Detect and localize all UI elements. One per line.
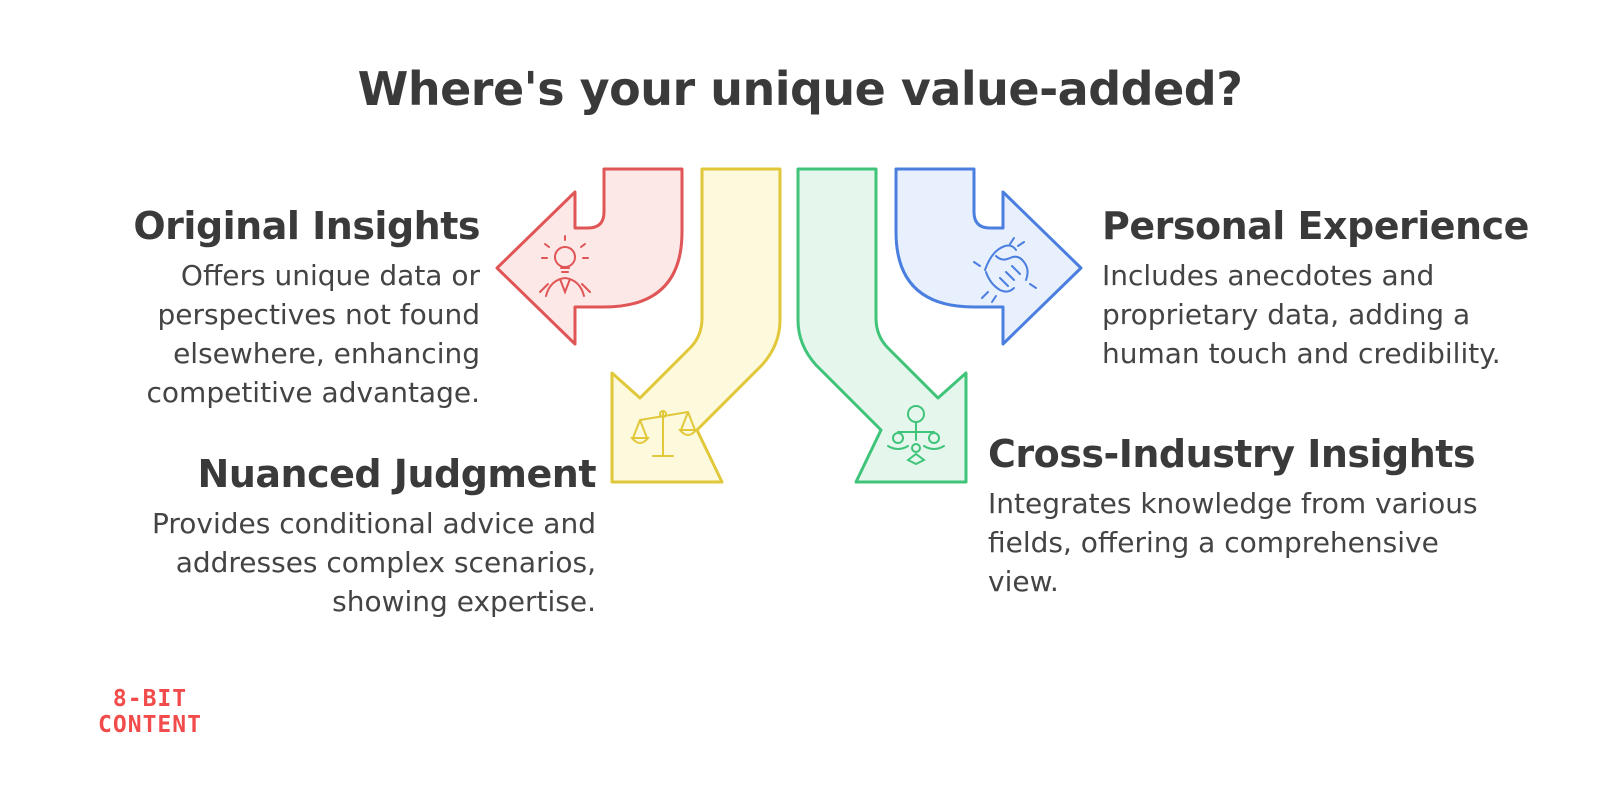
personal-experience-heading: Personal Experience: [1102, 204, 1529, 248]
cross-industry-text: Integrates knowledge from various fields…: [988, 487, 1478, 598]
nuanced-judgment-heading: Nuanced Judgment: [197, 452, 597, 496]
original-insights-block: Original Insights Offers unique data or …: [60, 204, 480, 412]
scales-icon: [629, 410, 699, 457]
nuanced-judgment-arrow: [610, 167, 782, 484]
diagram-title: Where's your unique value-added?: [357, 62, 1243, 116]
nuanced-judgment-block: Nuanced Judgment Provides conditional ad…: [126, 452, 597, 621]
lightbulb-person-icon: [539, 235, 591, 297]
original-insights-text: Offers unique data or perspectives not f…: [146, 259, 480, 409]
cross-industry-heading: Cross-Industry Insights: [988, 432, 1476, 476]
cross-industry-arrow: [796, 167, 968, 484]
cross-industry-block: Cross-Industry Insights Integrates knowl…: [988, 432, 1508, 601]
personal-experience-arrow: [894, 167, 1083, 346]
original-insights-arrow: [495, 167, 684, 346]
nuanced-judgment-text: Provides conditional advice and addresse…: [151, 507, 596, 618]
network-scales-icon: [887, 405, 945, 466]
handshake-icon: [973, 237, 1037, 303]
original-insights-heading: Original Insights: [133, 204, 480, 248]
logo-line-2: CONTENT: [98, 712, 202, 738]
logo-line-1: 8-BIT: [112, 686, 188, 712]
personal-experience-block: Personal Experience Includes anecdotes a…: [1102, 204, 1572, 373]
personal-experience-text: Includes anecdotes and proprietary data,…: [1102, 259, 1501, 370]
brand-logo: 8-BIT CONTENT: [88, 686, 212, 738]
